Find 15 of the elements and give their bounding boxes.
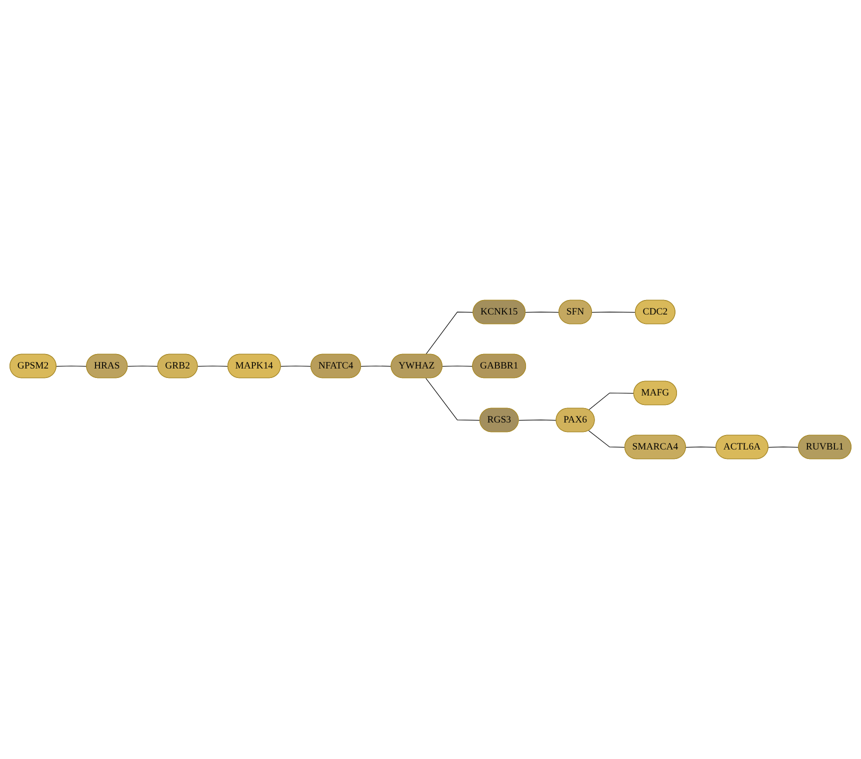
- connector: [56, 366, 88, 367]
- connector: [280, 366, 312, 367]
- connector: [127, 366, 158, 367]
- connector: [686, 446, 716, 448]
- connector: [426, 312, 474, 355]
- connector: [588, 430, 626, 448]
- connector: [518, 420, 557, 421]
- connector: [768, 446, 800, 448]
- connector: [442, 366, 474, 367]
- connector: [588, 392, 634, 410]
- connector: [197, 366, 228, 367]
- connector: [592, 312, 636, 313]
- connector: [426, 378, 480, 421]
- connector: [525, 312, 560, 313]
- connector: [360, 366, 392, 367]
